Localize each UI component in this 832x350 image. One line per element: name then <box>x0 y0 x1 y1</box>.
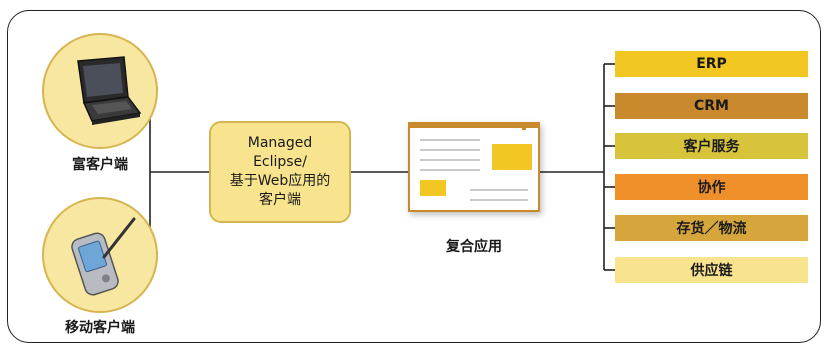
mobile-client-label: 移动客户端 <box>65 320 135 336</box>
managed-eclipse-box: Managed Eclipse/ 基于Web应用的 客户端 <box>209 121 351 223</box>
system-erp: ERP <box>615 51 808 77</box>
diagram-frame <box>7 10 821 343</box>
system-inventory-logistics: 存货／物流 <box>615 215 808 241</box>
center-line-3: 基于Web应用的 <box>229 173 331 189</box>
mobile-client-circle <box>42 197 158 313</box>
system-supply-chain: 供应链 <box>615 257 808 283</box>
center-line-1: Managed <box>247 135 313 151</box>
app-window-content <box>420 124 532 201</box>
pda-stylus-icon <box>71 217 136 296</box>
rich-client-circle <box>42 33 158 149</box>
rich-client-label: 富客户端 <box>72 157 128 173</box>
application-window-icon <box>408 122 540 212</box>
center-line-4: 客户端 <box>259 192 301 208</box>
system-customer-service: 客户服务 <box>615 133 808 159</box>
system-crm: CRM <box>615 93 808 119</box>
center-line-2: Eclipse/ <box>253 154 307 170</box>
composite-app-label: 复合应用 <box>446 239 502 255</box>
laptop-icon <box>77 56 142 125</box>
system-collaboration: 协作 <box>615 174 808 200</box>
